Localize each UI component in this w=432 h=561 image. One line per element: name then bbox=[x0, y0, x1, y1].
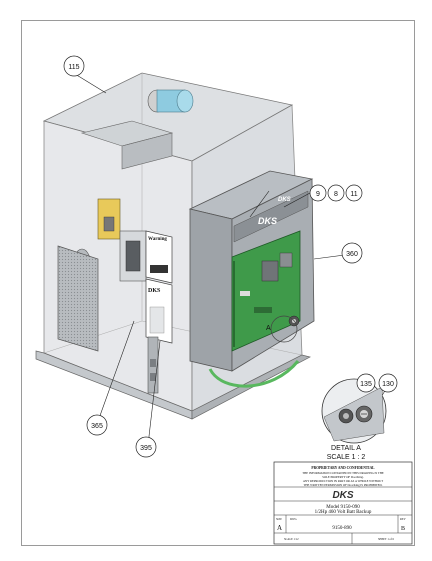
label-plate: DKS bbox=[145, 278, 173, 344]
warning-panel: Warning bbox=[145, 230, 173, 284]
detail-title: DETAIL A bbox=[331, 445, 361, 452]
scale-text: SCALE 1:12 bbox=[284, 538, 299, 541]
circuit-board bbox=[231, 230, 301, 352]
relay-module bbox=[97, 198, 147, 282]
gate-operator-assembly-drawing: Warning DKS DKS DKS bbox=[35, 55, 413, 545]
rev-value: B bbox=[401, 526, 405, 532]
detail-scale: SCALE 1 : 2 bbox=[327, 454, 366, 461]
size-label: SIZE bbox=[276, 518, 282, 521]
leader-lines bbox=[74, 73, 387, 446]
key-lock: A bbox=[266, 315, 300, 343]
mounting-bracket bbox=[80, 120, 174, 170]
drive-belt bbox=[208, 360, 300, 388]
dwg-label: DWG bbox=[290, 518, 297, 521]
svg-text:365: 365 bbox=[91, 423, 103, 430]
callout-130: 130 bbox=[378, 373, 398, 393]
proprietary-line4: THE WRITTEN PERMISSION OF DoorKing IS PR… bbox=[304, 483, 383, 487]
svg-text:8: 8 bbox=[334, 191, 338, 198]
capacitor bbox=[147, 89, 194, 113]
callout-11: 11 bbox=[345, 184, 363, 202]
model-number: Model 9150-090 bbox=[326, 505, 360, 510]
proprietary-line1: THE INFORMATION CONTAINED IN THIS DRAWIN… bbox=[302, 471, 384, 475]
svg-text:360: 360 bbox=[346, 251, 358, 258]
proprietary-heading: PROPRIETARY AND CONFIDENTIAL bbox=[311, 466, 375, 470]
detail-marker: A bbox=[266, 325, 271, 332]
svg-text:135: 135 bbox=[360, 381, 372, 388]
label-plate-logo: DKS bbox=[148, 288, 161, 294]
callout-8: 8 bbox=[327, 184, 345, 202]
mounting-rail bbox=[147, 336, 159, 394]
rev-label: REV bbox=[400, 518, 406, 521]
svg-text:130: 130 bbox=[382, 381, 394, 388]
svg-text:395: 395 bbox=[140, 445, 152, 452]
model-description: 1/2Hp 460 Volt Batt Backup bbox=[315, 510, 372, 515]
svg-text:9: 9 bbox=[316, 191, 320, 198]
callout-115: 115 bbox=[63, 55, 85, 77]
drawing-sheet: Warning DKS DKS DKS bbox=[21, 20, 415, 546]
size-value: A bbox=[277, 524, 282, 532]
logo-main: DKS bbox=[258, 216, 277, 226]
svg-text:11: 11 bbox=[350, 191, 357, 198]
sheet-text: SHEET 1 of 6 bbox=[378, 538, 394, 541]
side-plate bbox=[57, 245, 99, 352]
title-block: PROPRIETARY AND CONFIDENTIAL THE INFORMA… bbox=[273, 461, 413, 545]
callout-395: 395 bbox=[135, 436, 157, 458]
svg-text:115: 115 bbox=[68, 64, 79, 71]
logo-top: DKS bbox=[278, 197, 291, 203]
callout-365: 365 bbox=[86, 414, 108, 436]
warning-label: Warning bbox=[148, 237, 167, 242]
proprietary-line3: ANY REPRODUCTION IN PART OR AS A WHOLE W… bbox=[303, 479, 383, 483]
title-block-logo: DKS bbox=[332, 490, 353, 501]
callout-135: 135 bbox=[356, 373, 376, 393]
dwg-number: 9150-890 bbox=[332, 526, 352, 531]
callout-360: 360 bbox=[341, 242, 363, 264]
callout-9: 9 bbox=[309, 184, 327, 202]
proprietary-line2: SOLE PROPERTY OF DoorKing. bbox=[322, 475, 364, 479]
detail-a-view bbox=[321, 378, 387, 444]
